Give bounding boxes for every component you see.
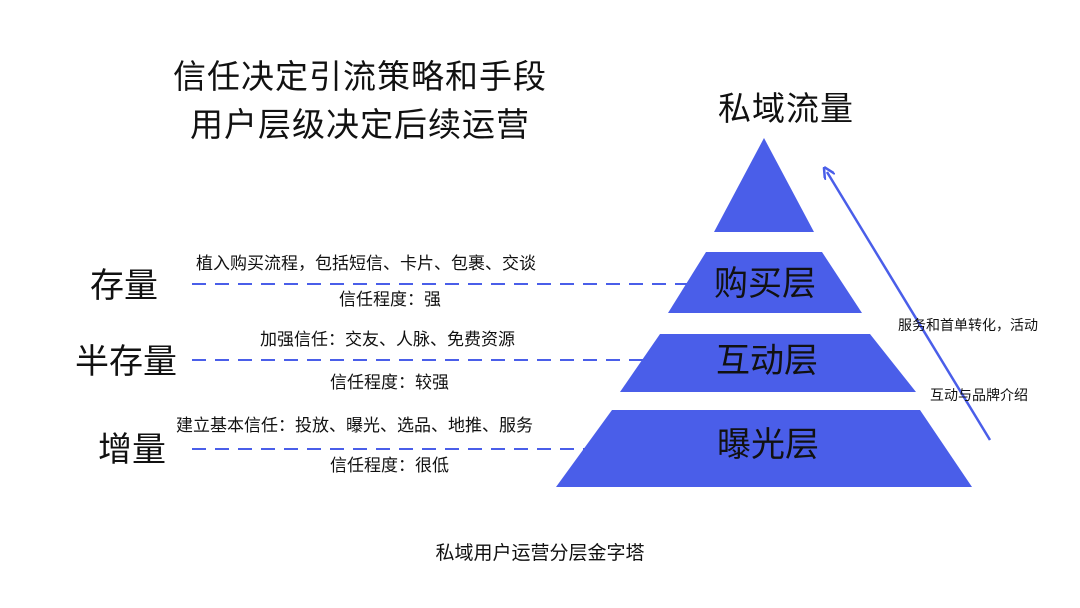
level-trust-increment: 信任程度：很低 bbox=[330, 456, 449, 476]
pyramid-layer-purchase bbox=[668, 252, 862, 313]
pyramid-layer-label-purchase: 购买层 bbox=[714, 264, 816, 304]
ascending-arrow bbox=[827, 172, 992, 441]
level-label-stock: 存量 bbox=[90, 266, 158, 306]
pyramid-layer-label-exposure: 曝光层 bbox=[717, 425, 819, 465]
pyramid-layer-top bbox=[714, 138, 814, 232]
level-label-increment: 增量 bbox=[98, 430, 166, 470]
headline-line-2: 用户层级决定后续运营 bbox=[190, 105, 530, 144]
side-note-upper: 服务和首单转化，活动 bbox=[898, 318, 1038, 334]
diagram-caption: 私域用户运营分层金字塔 bbox=[435, 542, 645, 564]
level-trust-semi-stock: 信任程度：较强 bbox=[330, 373, 449, 393]
level-method-semi-stock: 加强信任：交友、人脉、免费资源 bbox=[260, 330, 515, 350]
level-label-semi-stock: 半存量 bbox=[75, 342, 177, 382]
level-method-increment: 建立基本信任：投放、曝光、选品、地推、服务 bbox=[176, 416, 533, 436]
pyramid-layer-label-interaction: 互动层 bbox=[716, 341, 818, 381]
level-trust-stock: 信任程度：强 bbox=[339, 290, 441, 310]
pyramid-layer-exposure bbox=[556, 410, 972, 487]
pyramid-title: 私域流量 bbox=[718, 89, 854, 128]
headline-line-1: 信任决定引流策略和手段 bbox=[173, 57, 547, 96]
level-method-stock: 植入购买流程，包括短信、卡片、包裹、交谈 bbox=[196, 254, 536, 274]
side-note-lower: 互动与品牌介绍 bbox=[930, 388, 1028, 404]
pyramid-layer-interaction bbox=[620, 334, 916, 392]
